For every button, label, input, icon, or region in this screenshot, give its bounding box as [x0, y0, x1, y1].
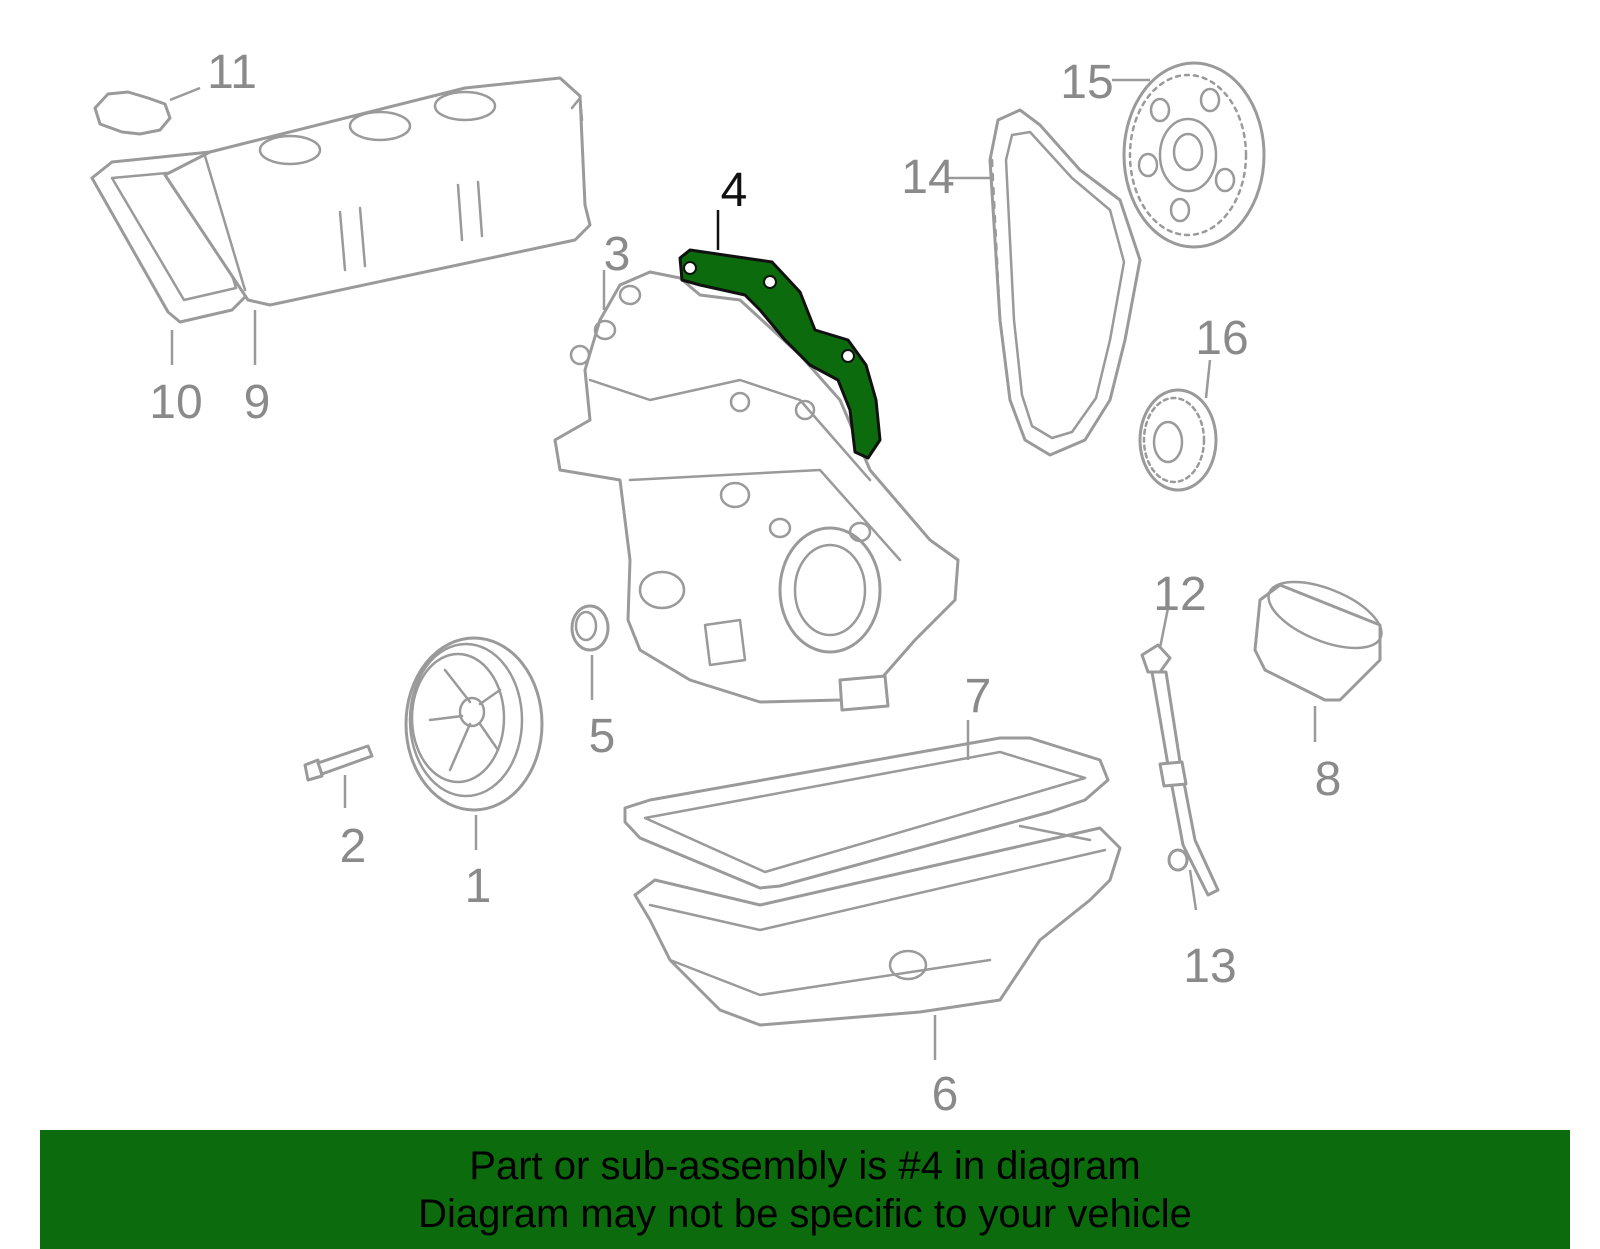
- callout-2: 2: [340, 820, 367, 873]
- callout-9: 9: [244, 376, 271, 429]
- engine-parts-diagram: 11 10 9 3 4 5 1 2 7 6 8 12 13 14 15 16: [90, 46, 1390, 1121]
- oil-filter-part[interactable]: [1253, 568, 1390, 702]
- oil-pan-gasket-part[interactable]: [623, 736, 1110, 890]
- callout-8: 8: [1315, 753, 1342, 806]
- crankshaft-sprocket-part[interactable]: [1138, 388, 1218, 492]
- callout-3: 3: [604, 228, 631, 281]
- callout-16: 16: [1195, 312, 1248, 365]
- callout-15: 15: [1060, 56, 1113, 109]
- valve-cover-part[interactable]: [163, 76, 592, 307]
- part-info-banner: Part or sub-assembly is #4 in diagram Di…: [40, 1130, 1570, 1249]
- callout-10: 10: [149, 376, 202, 429]
- callout-11: 11: [207, 46, 257, 99]
- timing-cover-gasket-part-highlighted[interactable]: [678, 248, 882, 460]
- banner-line-part-number: Part or sub-assembly is #4 in diagram: [469, 1144, 1141, 1188]
- callout-7: 7: [965, 670, 992, 723]
- seal-plug-part[interactable]: [570, 604, 610, 652]
- callout-6: 6: [932, 1068, 959, 1121]
- oil-filler-cap-part[interactable]: [93, 90, 172, 136]
- callout-4-highlighted: 4: [721, 164, 748, 217]
- callout-12: 12: [1153, 568, 1206, 621]
- pulley-bolt-part[interactable]: [303, 744, 374, 782]
- callout-14: 14: [901, 151, 954, 204]
- callout-13: 13: [1183, 940, 1236, 993]
- leader-lines: [169, 78, 1317, 1060]
- oil-pan-part[interactable]: [633, 824, 1122, 1027]
- banner-line-disclaimer: Diagram may not be specific to your vehi…: [418, 1192, 1192, 1236]
- camshaft-sprocket-part[interactable]: [1122, 61, 1266, 249]
- callout-5: 5: [589, 710, 616, 763]
- crankshaft-pulley-part[interactable]: [404, 636, 544, 812]
- dipstick-bracket-part[interactable]: [1167, 848, 1189, 872]
- callout-1: 1: [465, 860, 492, 913]
- timing-chain-part[interactable]: [988, 108, 1142, 457]
- dipstick-tube-part[interactable]: [1140, 643, 1220, 897]
- timing-cover-part[interactable]: [553, 270, 960, 712]
- callout-labels: 11 10 9 3 4 5 1 2 7 6 8 12 13 14 15 16: [149, 46, 1341, 1121]
